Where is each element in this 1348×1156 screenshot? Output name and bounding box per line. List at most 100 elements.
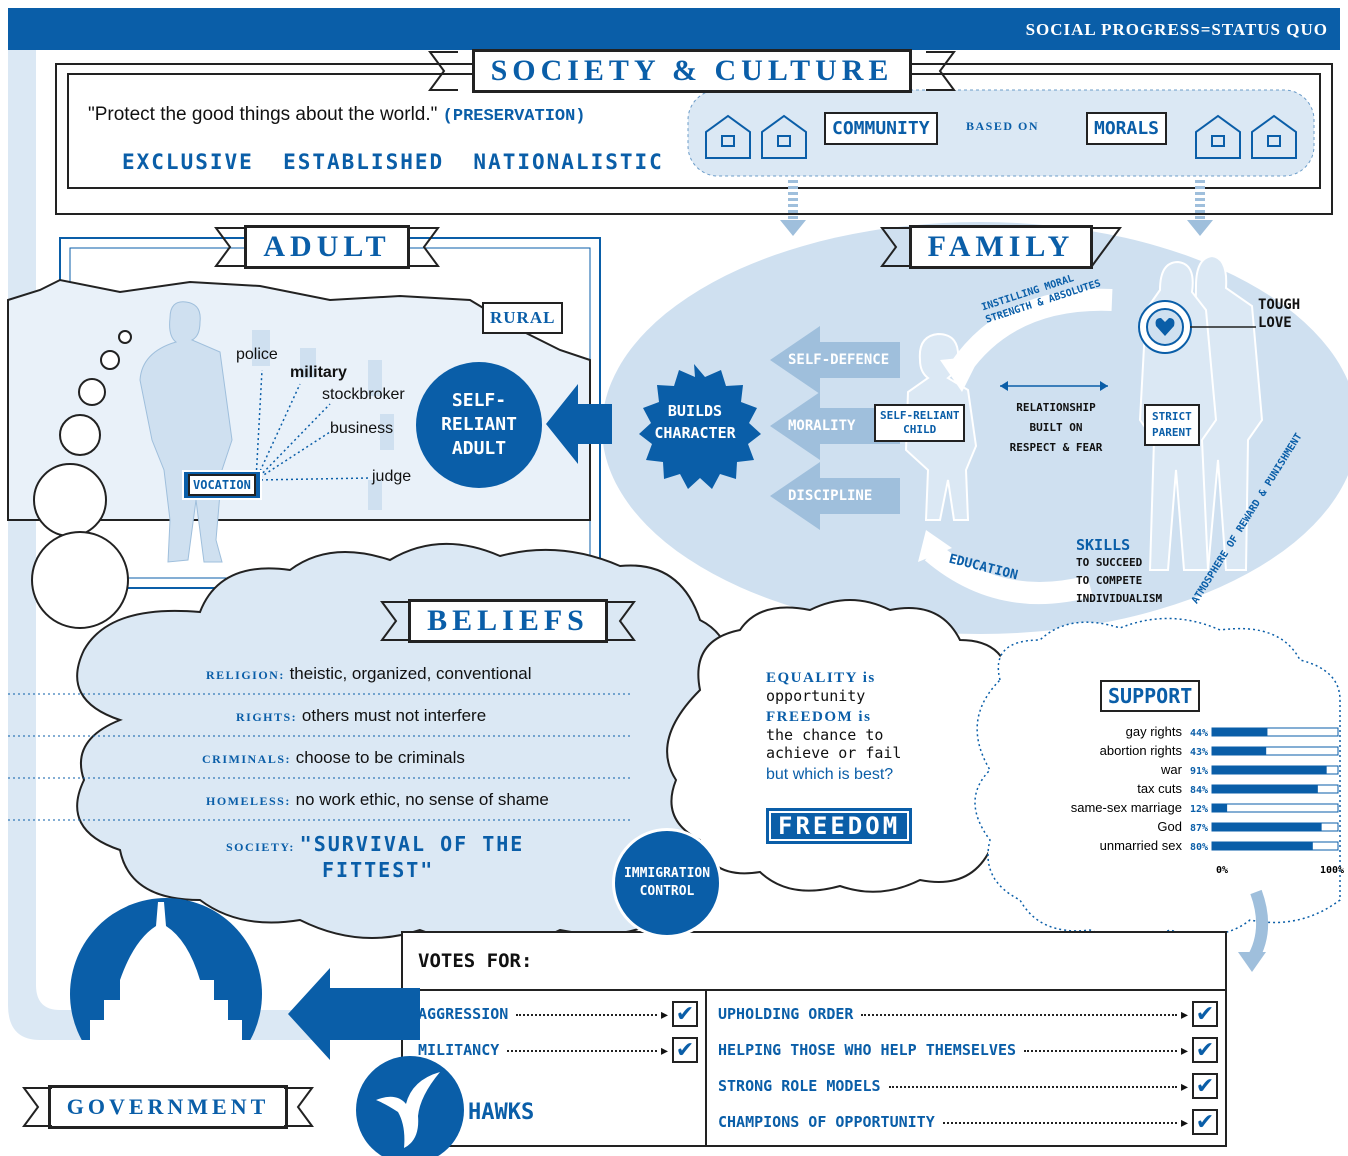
- bar-value-label: 84%: [1190, 785, 1208, 796]
- belief-society: SOCIETY: "SURVIVAL OF THE: [226, 832, 524, 856]
- society-traits: EXCLUSIVE ESTABLISHED NATIONALISTIC: [122, 150, 664, 174]
- belief-key: RIGHTS:: [236, 710, 298, 724]
- values-text: EQUALITY is opportunity FREEDOM is the c…: [766, 670, 901, 784]
- freedom-value-1: the chance to: [766, 726, 884, 744]
- community-box: COMMUNITY: [824, 112, 938, 145]
- belief-criminals: CRIMINALS: choose to be criminals: [202, 748, 465, 768]
- rel-line-1: RELATIONSHIP: [1016, 401, 1096, 414]
- skill-3: INDIVIDUALISM: [1076, 592, 1163, 605]
- bar: [1212, 785, 1318, 793]
- immigration-line: IMMIGRATION: [623, 866, 711, 881]
- based-on-label: BASED ON: [966, 119, 1040, 133]
- bar-category-label: same-sex marriage: [1071, 800, 1182, 815]
- rel-line-2: BUILT ON: [1029, 421, 1083, 434]
- arrow-right-icon: ▸: [1180, 1041, 1188, 1058]
- self-reliant-child-box: SELF-RELIANT CHILD: [874, 404, 966, 442]
- equality-key: EQUALITY is: [766, 670, 876, 686]
- control-line: CONTROL: [639, 884, 695, 899]
- parent-line-1: STRICT: [1152, 410, 1192, 423]
- family-ribbon: FAMILY: [876, 224, 1126, 270]
- belief-society-line2: FITTEST": [322, 858, 435, 882]
- bar-value-label: 44%: [1190, 728, 1208, 739]
- morals-box: MORALS: [1086, 112, 1168, 145]
- arrow-right-icon: ▸: [1180, 1113, 1188, 1130]
- checkbox-checked[interactable]: ✔: [1192, 1037, 1218, 1063]
- vote-label: AGGRESSION: [418, 1005, 509, 1023]
- checkbox-checked[interactable]: ✔: [1192, 1001, 1218, 1027]
- vote-leader-dots: [1024, 1049, 1177, 1052]
- bar-category-label: gay rights: [1126, 724, 1183, 739]
- strict-parent-box: STRICT PARENT: [1144, 404, 1200, 446]
- bar: [1212, 766, 1327, 774]
- freedom-key: FREEDOM is: [766, 709, 872, 725]
- banner-tagline: SOCIAL PROGRESS=STATUS QUO: [1025, 20, 1328, 39]
- arrow-right-icon: ▸: [660, 1041, 668, 1058]
- checkbox-checked[interactable]: ✔: [1192, 1109, 1218, 1135]
- skills-title: SKILLS: [1076, 536, 1131, 554]
- child-line-2: CHILD: [903, 423, 937, 436]
- checkbox-checked[interactable]: ✔: [672, 1001, 698, 1027]
- belief-key: CRIMINALS:: [202, 752, 292, 766]
- sra-line-3: ADULT: [451, 438, 507, 459]
- vote-row: MILITANCY ▸✔: [418, 1032, 698, 1068]
- builds-character-label: BUILDS CHARACTER: [640, 400, 750, 444]
- which-is-best: but which is best?: [766, 766, 894, 783]
- belief-key: SOCIETY:: [226, 840, 295, 854]
- job-police: police: [236, 346, 278, 363]
- adult-ribbon: ADULT: [212, 224, 442, 270]
- x-tick-label: 100%: [1320, 865, 1344, 876]
- job-judge: judge: [372, 468, 412, 485]
- job-military: military: [290, 364, 347, 381]
- adult-title: ADULT: [244, 225, 410, 269]
- bar: [1212, 842, 1313, 850]
- vote-row: HELPING THOSE WHO HELP THEMSELVES ▸✔: [718, 1032, 1218, 1068]
- bar-value-label: 80%: [1190, 842, 1208, 853]
- equality-value: opportunity: [766, 687, 866, 705]
- belief-value: choose to be criminals: [295, 748, 465, 767]
- bar-category-label: tax cuts: [1137, 781, 1182, 796]
- bar: [1212, 804, 1228, 812]
- self-reliant-adult-circle: SELF- RELIANT ADULT: [416, 362, 542, 488]
- vote-label: HELPING THOSE WHO HELP THEMSELVES: [718, 1041, 1017, 1059]
- society-quote: "Protect the good things about the world…: [88, 104, 586, 126]
- vote-row: STRONG ROLE MODELS▸✔: [718, 1068, 1218, 1104]
- arrow-discipline: DISCIPLINE: [788, 488, 873, 504]
- bar: [1212, 747, 1267, 755]
- belief-value: no work ethic, no sense of shame: [295, 790, 549, 809]
- vote-leader-dots: [888, 1085, 1177, 1088]
- bar-category-label: unmarried sex: [1100, 838, 1183, 853]
- house-icon: [1195, 114, 1297, 159]
- job-stockbroker: stockbroker: [322, 386, 405, 403]
- skill-1: TO SUCCEED: [1076, 556, 1143, 569]
- vote-label: MILITANCY: [418, 1041, 500, 1059]
- freedom-answer: FREEDOM: [766, 808, 913, 844]
- votes-heading: VOTES FOR:: [418, 950, 533, 972]
- tough-line: TOUGH: [1258, 297, 1301, 313]
- skills-block: SKILLS TO SUCCEED TO COMPETE INDIVIDUALI…: [1076, 536, 1162, 608]
- bar-category-label: God: [1157, 819, 1182, 834]
- belief-key: RELIGION:: [206, 668, 285, 682]
- checkbox-checked[interactable]: ✔: [672, 1037, 698, 1063]
- house-icons-left: [700, 110, 820, 160]
- x-tick-label: 0%: [1216, 865, 1228, 876]
- house-icons-right: [1190, 110, 1310, 160]
- bar-track: [1211, 803, 1339, 813]
- quote-tag: (PRESERVATION): [442, 107, 586, 126]
- vote-row: AGGRESSION▸✔: [418, 996, 698, 1032]
- bar-category-label: abortion rights: [1100, 743, 1183, 758]
- government-ribbon: GOVERNMENT: [20, 1084, 316, 1130]
- sra-line-1: SELF-: [451, 390, 507, 411]
- child-line-1: SELF-RELIANT: [880, 409, 960, 422]
- vote-leader-dots: [516, 1013, 657, 1016]
- beliefs-ribbon: BELIEFS: [376, 598, 640, 644]
- vote-label: UPHOLDING ORDER: [718, 1005, 854, 1023]
- tough-love-label: TOUGH LOVE: [1258, 296, 1300, 332]
- checkbox-checked[interactable]: ✔: [1192, 1073, 1218, 1099]
- bar-value-label: 12%: [1190, 804, 1208, 815]
- vote-leader-dots: [507, 1049, 657, 1052]
- relationship-text: RELATIONSHIP BUILT ON RESPECT & FEAR: [1000, 398, 1112, 458]
- bar: [1212, 728, 1268, 736]
